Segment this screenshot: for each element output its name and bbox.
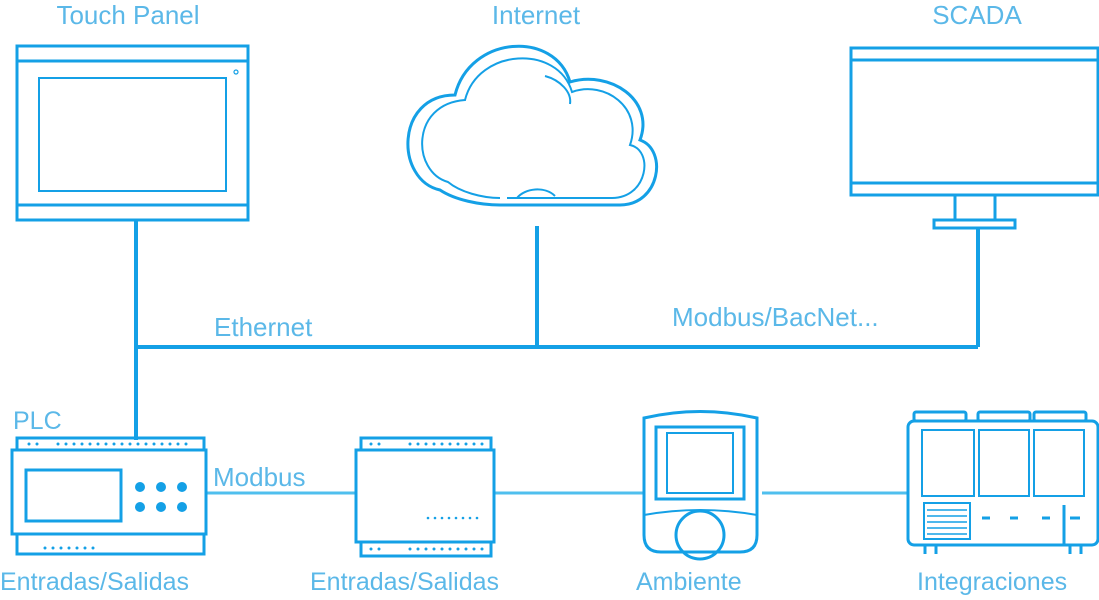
io-label-2: Entradas/Salidas [310, 568, 499, 596]
ambiente-label: Ambiente [636, 568, 742, 596]
thermostat-icon [642, 410, 759, 561]
ethernet-label: Ethernet [214, 312, 313, 342]
io-module-icon [354, 436, 496, 558]
cloud-icon [406, 44, 659, 207]
touch-panel-icon [15, 44, 250, 222]
io-label-1: Entradas/Salidas [0, 568, 189, 596]
integraciones-label: Integraciones [917, 568, 1067, 596]
internet-label: Internet [492, 0, 581, 30]
plc-icon [10, 436, 208, 556]
monitor-icon [849, 46, 1099, 230]
ethernet-bus [134, 220, 980, 440]
hvac-unit-icon [906, 410, 1099, 554]
plc-label: PLC [13, 407, 62, 435]
scada-label: SCADA [932, 0, 1022, 30]
modbus-label: Modbus [213, 462, 306, 492]
touch-panel-label: Touch Panel [56, 0, 199, 30]
modbus-bacnet-label: Modbus/BacNet... [672, 302, 879, 332]
